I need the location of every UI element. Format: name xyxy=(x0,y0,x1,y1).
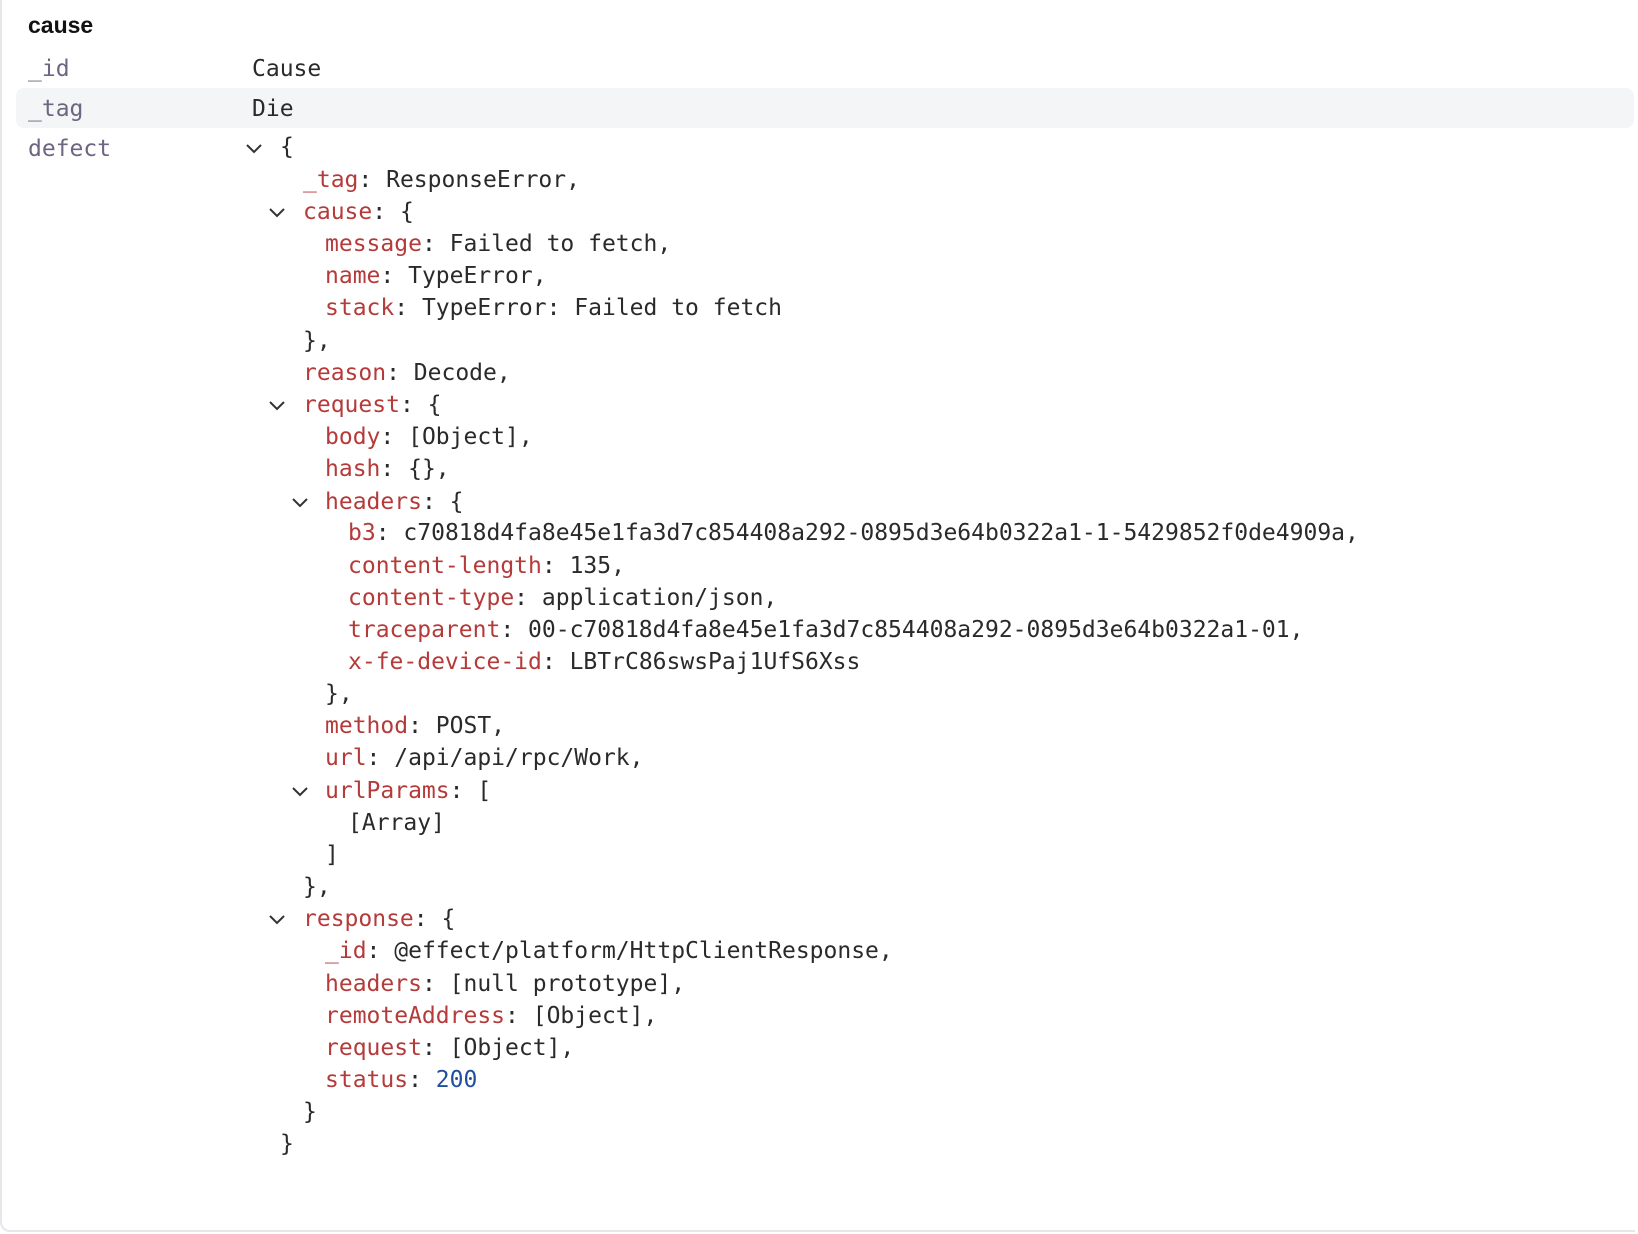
tree-key: _tag xyxy=(303,167,359,193)
tree-value: /api/api/rpc/Work, xyxy=(394,745,644,771)
tree-line: hash: {}, xyxy=(325,456,450,482)
tree-value: Failed to fetch, xyxy=(449,231,672,257)
tree-key: headers xyxy=(325,489,422,515)
tree-line: method: POST, xyxy=(325,713,506,739)
tree-line: stack: TypeError: Failed to fetch xyxy=(325,295,782,321)
tree-key: headers xyxy=(325,971,422,997)
tree-key: b3 xyxy=(348,520,376,546)
tree-value: {}, xyxy=(408,456,450,482)
property-key: _tag xyxy=(28,96,84,122)
tree-line: message: Failed to fetch, xyxy=(325,231,672,257)
tree-value: POST, xyxy=(435,713,506,739)
tree-value: @effect/platform/HttpClientResponse, xyxy=(394,938,893,964)
tree-line: x-fe-device-id: LBTrC86swsPaj1UfS6Xss xyxy=(348,649,861,675)
chevron-down-icon[interactable] xyxy=(267,395,287,415)
tree-key: request xyxy=(303,392,400,418)
tree-line: headers: [null prototype], xyxy=(325,971,686,997)
tree-value: c70818d4fa8e45e1fa3d7c854408a292-0895d3e… xyxy=(403,520,1359,546)
tree-key: status xyxy=(325,1067,409,1093)
tree-key: request xyxy=(325,1035,422,1061)
tree-line[interactable]: response: { xyxy=(303,906,456,932)
tree-line[interactable]: request: { xyxy=(303,392,442,418)
tree-key: message xyxy=(325,231,422,257)
tree-key: url xyxy=(325,745,367,771)
tree-key: hash xyxy=(325,456,381,482)
chevron-down-icon[interactable] xyxy=(267,202,287,222)
property-value: Cause xyxy=(252,56,322,82)
tree-line: name: TypeError, xyxy=(325,263,547,289)
tree-line: _tag: ResponseError, xyxy=(303,167,580,193)
tree-value: TypeError: Failed to fetch xyxy=(421,295,782,321)
tree-line: _id: @effect/platform/HttpClientResponse… xyxy=(325,938,893,964)
tree-line: traceparent: 00-c70818d4fa8e45e1fa3d7c85… xyxy=(348,617,1304,643)
tree-value: { xyxy=(449,489,464,515)
tree-key: stack xyxy=(325,295,395,321)
tree-value: TypeError, xyxy=(408,263,547,289)
tree-key: reason xyxy=(303,360,387,386)
tree-value: application/json, xyxy=(541,585,778,611)
chevron-down-icon[interactable] xyxy=(290,492,310,512)
tree-close: } xyxy=(280,1131,294,1157)
tree-value: 200 xyxy=(435,1067,478,1093)
tree-key: cause xyxy=(303,199,373,225)
tree-line[interactable]: urlParams: [ xyxy=(325,778,492,804)
tree-key: response xyxy=(303,906,414,932)
tree-key: method xyxy=(325,713,409,739)
tree-value: [ xyxy=(477,778,492,804)
property-value: Die xyxy=(252,96,294,122)
tree-key: remoteAddress xyxy=(325,1003,506,1029)
tree-key: content-type xyxy=(348,585,515,611)
tree-key: traceparent xyxy=(348,617,501,643)
tree-line: remoteAddress: [Object], xyxy=(325,1003,658,1029)
tree-close: }, xyxy=(303,328,331,354)
tree-array-item: [Array] xyxy=(348,810,445,836)
chevron-down-icon[interactable] xyxy=(267,909,287,929)
tree-key: name xyxy=(325,263,381,289)
tree-line: reason: Decode, xyxy=(303,360,511,386)
tree-value: [Object], xyxy=(449,1035,575,1061)
tree-close: }, xyxy=(325,681,353,707)
tree-line: request: [Object], xyxy=(325,1035,575,1061)
tree-value: 00-c70818d4fa8e45e1fa3d7c854408a292-0895… xyxy=(528,617,1304,643)
tree-value: 135, xyxy=(569,553,625,579)
tree-key: content-length xyxy=(348,553,542,579)
tree-value: ResponseError, xyxy=(386,167,580,193)
tree-line: status: 200 xyxy=(325,1067,478,1093)
chevron-down-icon[interactable] xyxy=(290,781,310,801)
tree-value: { xyxy=(399,199,414,225)
tree-value: { xyxy=(441,906,456,932)
tree-key: urlParams xyxy=(325,778,450,804)
tree-line[interactable]: headers: { xyxy=(325,489,464,515)
tree-key: _id xyxy=(325,938,367,964)
tree-value: { xyxy=(427,392,442,418)
tree-key: x-fe-device-id xyxy=(348,649,542,675)
property-row-defect: defect xyxy=(16,128,1634,168)
tree-value: [null prototype], xyxy=(449,971,686,997)
property-key: defect xyxy=(28,136,112,162)
tree-line: url: /api/api/rpc/Work, xyxy=(325,745,644,771)
tree-value: LBTrC86swsPaj1UfS6Xss xyxy=(569,649,861,675)
tree-line: body: [Object], xyxy=(325,424,533,450)
tree-value: [Object], xyxy=(408,424,533,450)
tree-close: ] xyxy=(325,842,339,868)
section-title: cause xyxy=(28,12,94,38)
tree-close: } xyxy=(303,1099,317,1125)
property-row-id: _id Cause xyxy=(16,48,1634,88)
tree-close: }, xyxy=(303,874,331,900)
tree-line: b3: c70818d4fa8e45e1fa3d7c854408a292-089… xyxy=(348,520,1359,546)
chevron-down-icon[interactable] xyxy=(244,138,264,158)
tree-line: content-length: 135, xyxy=(348,553,625,579)
tree-line[interactable]: cause: { xyxy=(303,199,414,225)
tree-value: Decode, xyxy=(413,360,511,386)
tree-line: content-type: application/json, xyxy=(348,585,778,611)
tree-open-brace: { xyxy=(280,134,294,160)
property-key: _id xyxy=(28,56,70,82)
property-row-tag: _tag Die xyxy=(16,88,1634,128)
tree-value: [Object], xyxy=(532,1003,658,1029)
tree-key: body xyxy=(325,424,381,450)
